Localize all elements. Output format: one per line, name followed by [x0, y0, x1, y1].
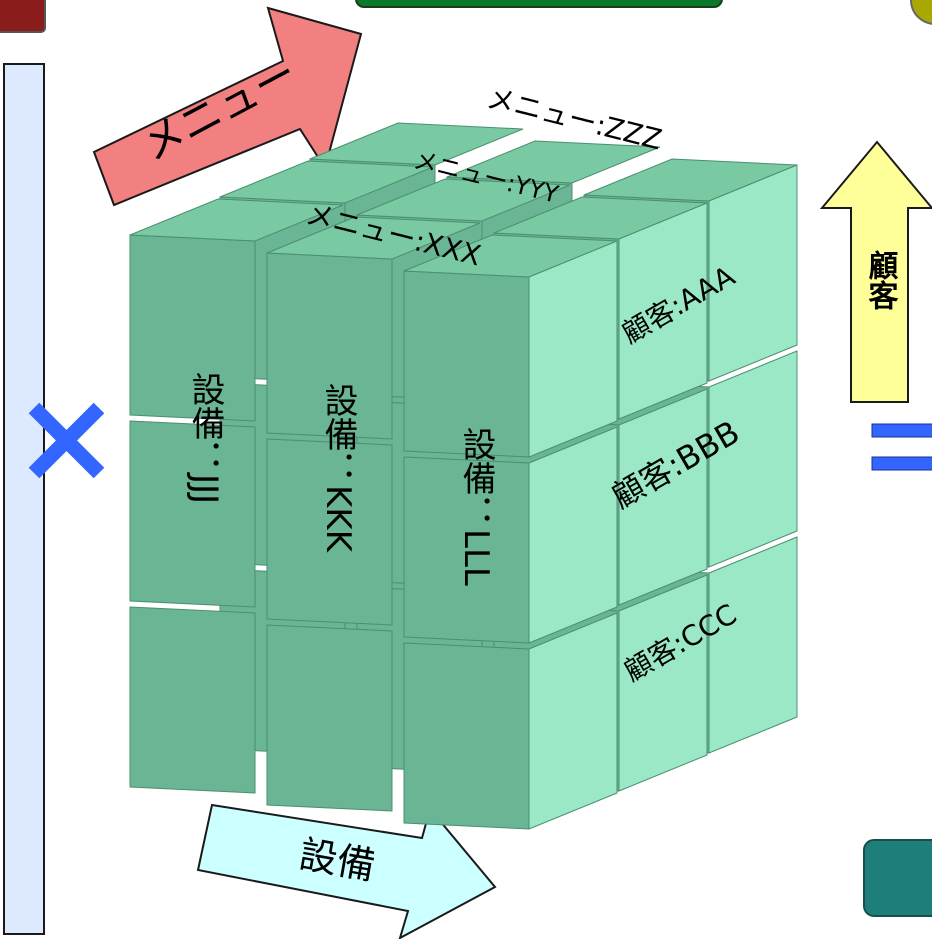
equipment-label-jjj: 設備：JJJ: [185, 372, 225, 504]
cube-block-top: [129, 198, 344, 242]
cube-block-side: [528, 612, 618, 830]
cube-block-top: [266, 216, 481, 260]
cube-block-front: [266, 624, 393, 812]
customer-arrow: [819, 140, 932, 403]
cube-block-side: [618, 202, 708, 420]
cube-block-top: [219, 160, 434, 204]
cross-icon: [28, 402, 105, 479]
cube-block-top: [446, 140, 661, 184]
customer-arrow-label: 顧客: [863, 250, 899, 310]
equipment-arrow: [196, 803, 497, 939]
cube-block-side: [528, 240, 618, 458]
top-center-box: [355, 0, 723, 8]
cube-block-front: [129, 420, 256, 608]
cube-block-front: [129, 606, 256, 794]
equipment-label-kkk: 設備：KKK: [318, 383, 358, 554]
menu-arrow: [92, 6, 363, 207]
top-right-circle: [910, 0, 932, 25]
cube: [129, 122, 798, 830]
cube-block-side: [708, 164, 798, 382]
cube-block-side: [528, 426, 618, 644]
equipment-label-lll: 設備：LLL: [456, 427, 496, 586]
bottom-right-box: [863, 839, 932, 917]
equals-icon: [871, 423, 932, 471]
cube-block-top: [309, 122, 524, 166]
cube-block-front: [266, 438, 393, 626]
cube-block-side: [618, 388, 708, 606]
top-left-box: [0, 0, 46, 33]
cube-block-side: [708, 350, 798, 568]
cube-block-side: [618, 574, 708, 792]
cube-block-top: [356, 178, 571, 222]
cube-block-side: [708, 536, 798, 754]
cube-block-front: [403, 642, 530, 830]
left-panel: [3, 63, 45, 935]
